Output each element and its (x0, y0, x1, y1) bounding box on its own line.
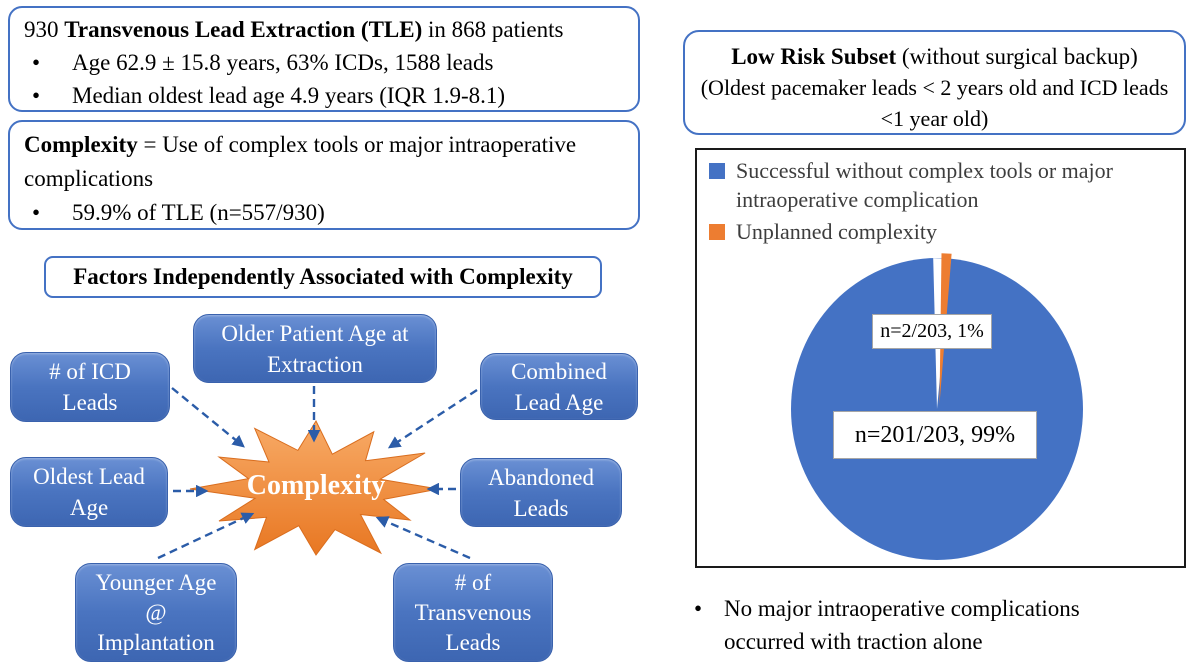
arrow-icd-leads-to-hub (171, 387, 245, 448)
legend-label-successful: Successful without complex tools or majo… (736, 158, 1113, 212)
low-risk-subset-box: Low Risk Subset (without surgical backup… (683, 30, 1186, 135)
factor-node-icd-leads: # of ICD Leads (10, 352, 170, 422)
legend-swatch-orange (709, 224, 725, 240)
tle-title-prefix: 930 (24, 17, 65, 42)
legend-label-unplanned: Unplanned complexity (736, 219, 938, 244)
complexity-definition-text: Complexity = Use of complex tools or maj… (24, 128, 624, 196)
complexity-definition-rest: = Use of complex tools or major intraope… (24, 132, 577, 191)
pie-legend: Successful without complex tools or majo… (709, 156, 1175, 249)
factors-heading-box: Factors Independently Associated with Co… (44, 256, 602, 298)
low-risk-title: Low Risk Subset (without surgical backup… (685, 41, 1184, 72)
complexity-word-bold: Complexity (24, 132, 138, 157)
factor-node-older-patient-age: Older Patient Age at Extraction (193, 314, 437, 383)
bullet-dot (24, 46, 72, 79)
bullet-dot (24, 79, 72, 112)
tle-bullet-1: Age 62.9 ± 15.8 years, 63% ICDs, 1588 le… (24, 46, 624, 79)
arrow-younger-age-to-hub (157, 512, 255, 560)
legend-item-unplanned: Unplanned complexity (709, 217, 1175, 246)
tle-title: 930 Transvenous Lead Extraction (TLE) in… (24, 13, 624, 46)
low-risk-subtitle: (Oldest pacemaker leads < 2 years old an… (700, 75, 1169, 131)
tle-title-suffix: in 868 patients (422, 17, 564, 42)
arrow-transvenous-leads-to-hub (375, 516, 471, 560)
factor-node-transvenous-leads: # of Transvenous Leads (393, 563, 553, 662)
tle-bullet-2: Median oldest lead age 4.9 years (IQR 1.… (24, 79, 624, 112)
factor-node-abandoned-leads: Abandoned Leads (460, 458, 622, 527)
low-risk-title-bold: Low Risk Subset (731, 44, 897, 69)
traction-note: No major intraoperative complications oc… (690, 592, 1138, 658)
pie-chart-panel: Successful without complex tools or majo… (695, 148, 1186, 568)
traction-note-text: No major intraoperative complications oc… (724, 596, 1080, 654)
complexity-bullet-text: 59.9% of TLE (n=557/930) (72, 200, 325, 225)
legend-item-successful: Successful without complex tools or majo… (709, 156, 1175, 214)
factor-node-oldest-lead-age: Oldest Lead Age (10, 457, 168, 527)
tle-bullet-2-text: Median oldest lead age 4.9 years (IQR 1.… (72, 83, 506, 108)
low-risk-title-rest: (without surgical backup) (896, 44, 1138, 69)
legend-swatch-blue (709, 163, 725, 179)
pie-data-label-unplanned: n=2/203, 1% (872, 314, 992, 349)
bullet-dot (690, 592, 724, 658)
arrow-combined-age-to-hub (387, 388, 478, 449)
complexity-hub-label: Complexity (246, 470, 386, 501)
complexity-definition-box: Complexity = Use of complex tools or maj… (8, 120, 640, 230)
complexity-bullet: 59.9% of TLE (n=557/930) (24, 196, 624, 230)
tle-title-bold: Transvenous Lead Extraction (TLE) (64, 17, 423, 42)
factor-node-younger-age-implantation: Younger Age @ Implantation (75, 563, 237, 662)
pie-data-label-successful: n=201/203, 99% (833, 411, 1037, 459)
bullet-dot (24, 196, 72, 230)
factors-heading-text: Factors Independently Associated with Co… (73, 264, 573, 289)
tle-bullet-1-text: Age 62.9 ± 15.8 years, 63% ICDs, 1588 le… (72, 50, 494, 75)
tle-summary-box: 930 Transvenous Lead Extraction (TLE) in… (8, 6, 640, 112)
factor-node-combined-lead-age: Combined Lead Age (480, 353, 638, 420)
